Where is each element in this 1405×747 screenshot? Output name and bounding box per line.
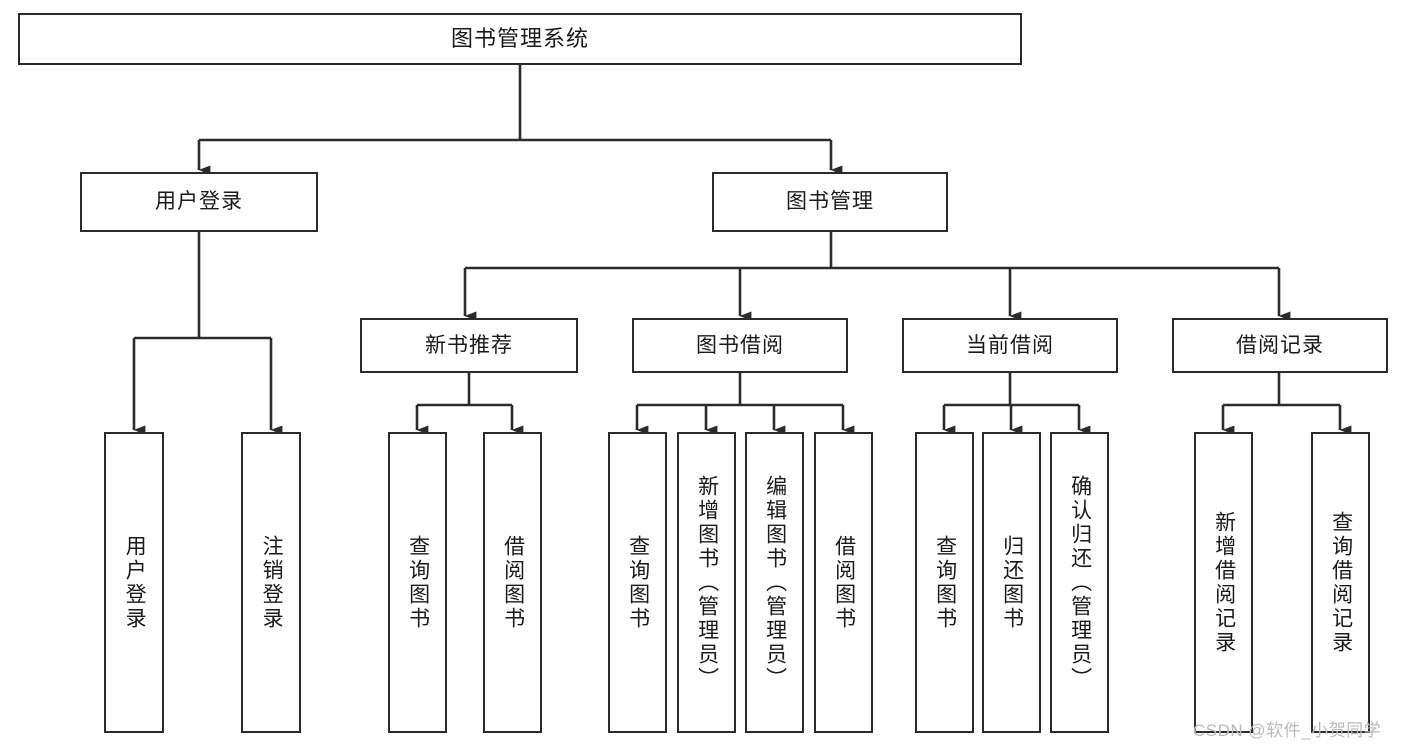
node-root-system[interactable]: 图书管理系统 [18, 13, 1022, 65]
leaf-label: 编辑图书（管理员） [763, 474, 787, 691]
node-leaf-query-borrow-record[interactable]: 查询借阅记录 [1311, 432, 1370, 733]
node-book-borrow[interactable]: 图书借阅 [632, 318, 848, 373]
node-leaf-add-book-admin[interactable]: 新增图书（管理员） [677, 432, 736, 733]
node-leaf-query-book-new[interactable]: 查询图书 [388, 432, 447, 733]
node-borrow-record[interactable]: 借阅记录 [1172, 318, 1388, 373]
csdn-watermark: CSDN @软件_小贺同学 [1193, 721, 1382, 740]
node-new-book-recommend[interactable]: 新书推荐 [360, 318, 578, 373]
node-leaf-confirm-return-admin[interactable]: 确认归还（管理员） [1050, 432, 1109, 733]
leaf-label: 确认归还（管理员） [1068, 474, 1092, 691]
leaf-label: 查询图书 [406, 534, 430, 631]
leaf-label: 借阅图书 [832, 534, 856, 631]
node-leaf-edit-book-admin[interactable]: 编辑图书（管理员） [745, 432, 804, 733]
leaf-label: 查询借阅记录 [1329, 510, 1353, 655]
node-leaf-logout-login[interactable]: 注销登录 [241, 432, 301, 733]
node-leaf-borrow-book[interactable]: 借阅图书 [814, 432, 873, 733]
leaf-label: 用户登录 [123, 534, 147, 631]
node-user-login[interactable]: 用户登录 [80, 172, 318, 232]
leaf-label: 新增图书（管理员） [695, 474, 719, 691]
node-leaf-user-login[interactable]: 用户登录 [104, 432, 164, 733]
node-leaf-query-book-borrow[interactable]: 查询图书 [608, 432, 667, 733]
node-leaf-return-book[interactable]: 归还图书 [982, 432, 1041, 733]
leaf-label: 查询图书 [626, 534, 650, 631]
leaf-label: 查询图书 [933, 534, 957, 631]
node-leaf-borrow-book-new[interactable]: 借阅图书 [483, 432, 542, 733]
node-book-management[interactable]: 图书管理 [712, 172, 948, 232]
node-leaf-add-borrow-record[interactable]: 新增借阅记录 [1194, 432, 1253, 733]
leaf-label: 归还图书 [1000, 534, 1024, 631]
node-current-borrow[interactable]: 当前借阅 [902, 318, 1118, 373]
leaf-label: 借阅图书 [501, 534, 525, 631]
node-leaf-query-book-current[interactable]: 查询图书 [915, 432, 974, 733]
leaf-label: 注销登录 [260, 534, 284, 631]
leaf-label: 新增借阅记录 [1212, 510, 1236, 655]
